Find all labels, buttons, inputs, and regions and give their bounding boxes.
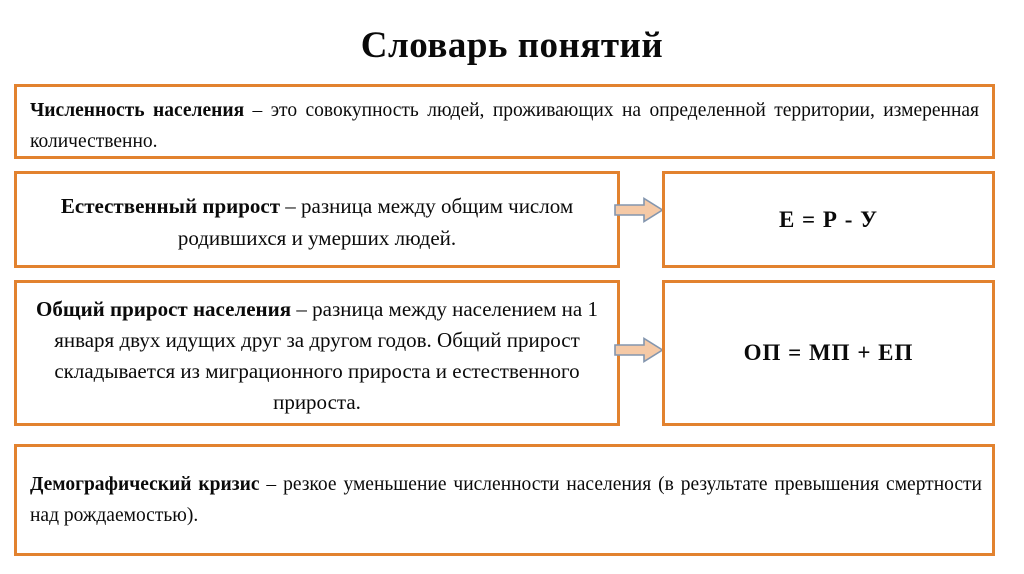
- right-arrow-icon-total-growth: [614, 337, 664, 363]
- formula-text-natural-growth: Е = Р - У: [778, 206, 879, 232]
- definition-body-population-size: это совокупность людей, проживающих на о…: [30, 100, 979, 152]
- formula-box-natural-growth: Е = Р - У: [662, 171, 995, 268]
- definition-text-demographic-crisis: Демографический кризис – резкое уменьшен…: [30, 469, 982, 531]
- page-title: Словарь понятий: [360, 25, 664, 66]
- definition-text-population-size: Численность населения – это совокупность…: [30, 95, 979, 157]
- formula-box-total-growth: ОП = МП + ЕП: [662, 280, 995, 426]
- definition-box-population-size: Численность населения – это совокупность…: [14, 84, 995, 159]
- definition-dash-total-growth: –: [291, 297, 313, 321]
- definition-term-demographic-crisis: Демографический кризис: [30, 474, 260, 495]
- definition-term-population-size: Численность населения: [30, 100, 245, 121]
- formula-text-total-growth: ОП = МП + ЕП: [743, 340, 914, 365]
- definition-dash-demographic-crisis: –: [259, 474, 284, 495]
- definition-dash-natural-growth: –: [280, 194, 302, 218]
- definition-text-natural-growth: Естественный прирост – разница между общ…: [27, 190, 607, 254]
- definition-term-total-growth: Общий прирост населения: [36, 297, 292, 321]
- definition-box-demographic-crisis: Демографический кризис – резкое уменьшен…: [14, 444, 995, 556]
- right-arrow-icon-natural-growth: [614, 197, 664, 223]
- definition-term-natural-growth: Естественный прирост: [60, 194, 281, 218]
- definition-body-natural-growth: разница между общим числом родившихся и …: [177, 194, 574, 250]
- definition-box-natural-growth: Естественный прирост – разница между общ…: [14, 171, 620, 268]
- definition-body-demographic-crisis: резкое уменьшение численности населения …: [30, 474, 982, 526]
- definition-body-total-growth: разница между населением на 1 января дву…: [54, 297, 598, 414]
- definition-dash-population-size: –: [244, 100, 271, 121]
- definition-text-total-growth: Общий прирост населения – разница между …: [25, 294, 609, 418]
- definition-box-total-growth: Общий прирост населения – разница между …: [14, 280, 620, 426]
